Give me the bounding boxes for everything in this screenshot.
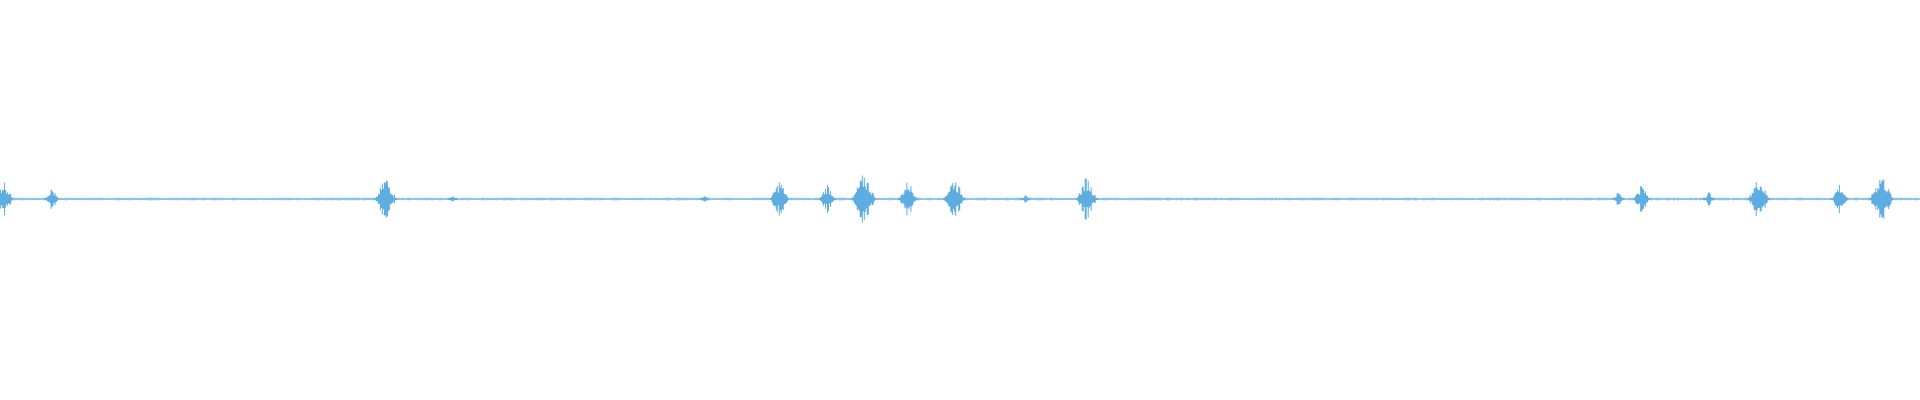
waveform-burst bbox=[1830, 185, 1848, 213]
waveform-burst bbox=[898, 182, 918, 216]
waveform-bursts bbox=[0, 175, 1919, 223]
waveform-burst bbox=[1702, 192, 1715, 206]
waveform-burst bbox=[769, 182, 789, 216]
waveform-burst bbox=[819, 185, 836, 213]
waveform-burst bbox=[44, 189, 59, 209]
waveform-burst bbox=[374, 180, 397, 218]
waveform-burst bbox=[1020, 195, 1030, 203]
waveform-burst bbox=[1869, 179, 1894, 219]
waveform-burst bbox=[448, 196, 458, 202]
waveform-burst bbox=[1612, 193, 1625, 205]
waveform-burst bbox=[851, 175, 876, 223]
waveform-burst bbox=[1075, 178, 1098, 220]
waveform-burst bbox=[0, 182, 14, 216]
waveform-burst bbox=[1633, 186, 1651, 212]
waveform-burst bbox=[699, 196, 709, 202]
waveform-burst bbox=[943, 182, 966, 216]
waveform-burst bbox=[1747, 182, 1770, 216]
